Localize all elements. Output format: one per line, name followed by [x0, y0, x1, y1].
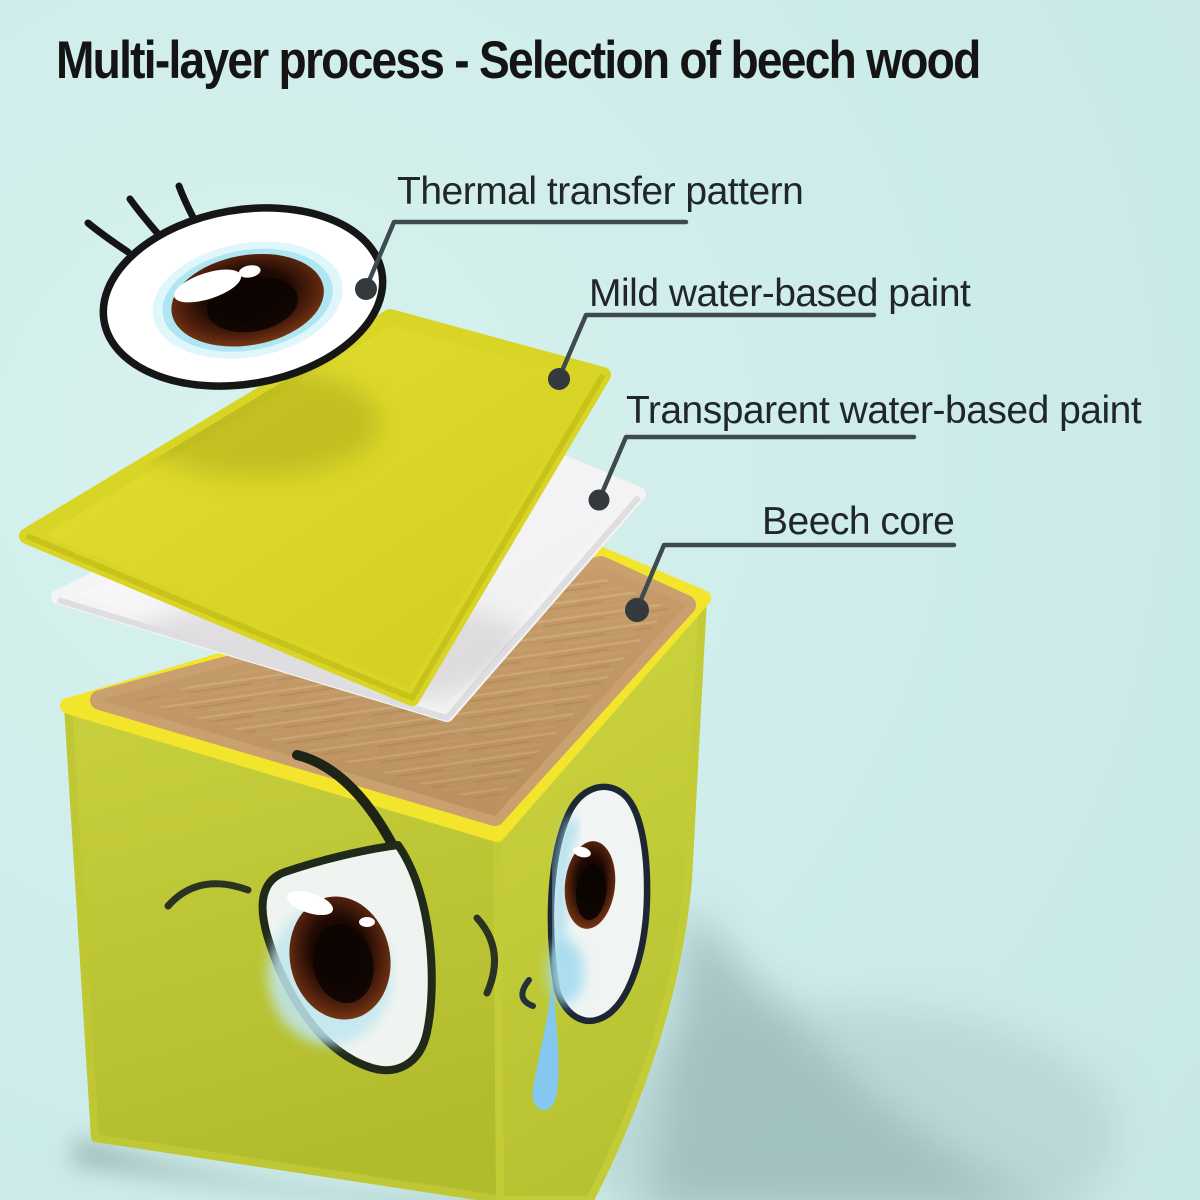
leader-transparent: [596, 434, 917, 503]
leader-mild: [556, 312, 877, 381]
dot-thermal: [355, 278, 377, 300]
dot-mild: [548, 368, 570, 390]
label-thermal-transfer-pattern: Thermal transfer pattern: [397, 170, 804, 213]
leader-lines: [363, 219, 957, 612]
crying-eye-artwork: [519, 783, 651, 1111]
leader-beech: [634, 542, 957, 612]
label-beech-core: Beech core: [762, 500, 955, 543]
page-title: Multi-layer process - Selection of beech…: [56, 31, 981, 90]
label-mild-water-based-paint: Mild water-based paint: [589, 272, 971, 315]
worried-eye-artwork: [164, 750, 499, 1075]
leader-dots: [355, 278, 649, 622]
dot-beech: [625, 598, 649, 622]
thermal-pattern-eye: [84, 182, 387, 390]
label-transparent-water-based-paint: Transparent water-based paint: [626, 389, 1142, 432]
dot-transparent: [588, 489, 610, 511]
floor-shadow: [70, 905, 1120, 1200]
tear-drop: [532, 984, 559, 1111]
leader-thermal: [363, 219, 689, 291]
